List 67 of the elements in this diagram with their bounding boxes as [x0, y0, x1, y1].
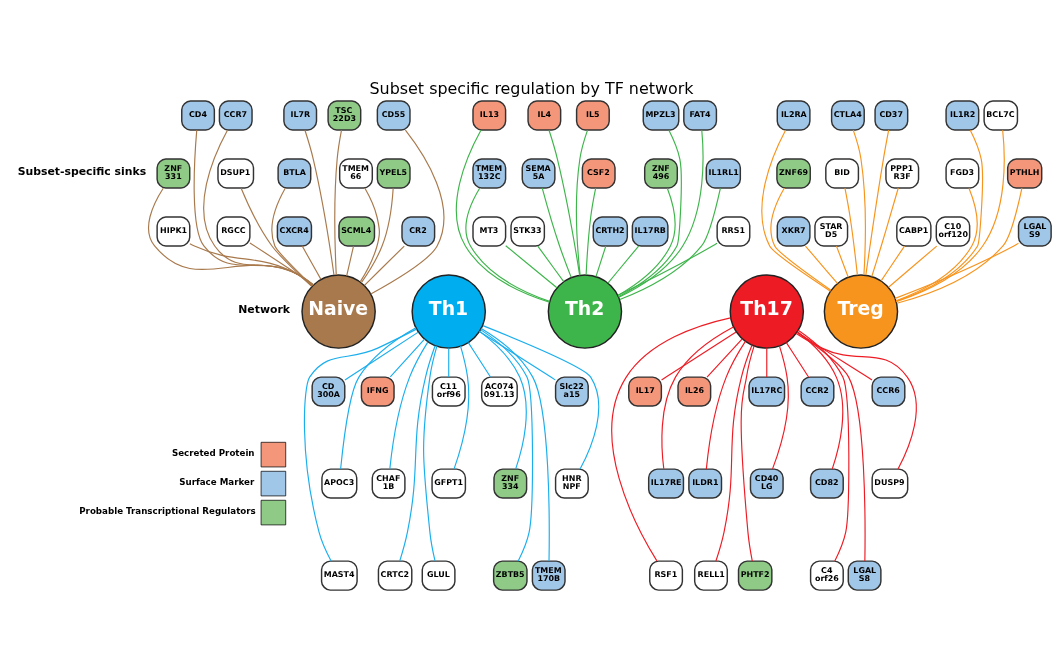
connector — [804, 245, 839, 284]
connector — [618, 129, 704, 298]
connector — [661, 325, 734, 469]
connector — [399, 344, 436, 562]
node-circle: Th17 — [729, 273, 805, 349]
label: Subset-specific sinks — [17, 164, 147, 178]
connector — [770, 187, 832, 291]
connector — [740, 345, 755, 562]
connector — [705, 340, 746, 470]
legend-label: Probable Transcriptional Regulators — [79, 505, 256, 516]
connector — [766, 347, 768, 378]
connector — [617, 242, 718, 296]
connector — [894, 242, 1020, 299]
connector — [505, 244, 558, 288]
connector — [360, 187, 394, 283]
connector — [771, 345, 789, 469]
connector — [844, 187, 858, 276]
connector — [761, 129, 831, 292]
connector — [249, 241, 313, 286]
connector — [370, 129, 445, 295]
connector — [796, 331, 866, 562]
node-circle: Th1 — [411, 273, 487, 349]
connector — [465, 186, 551, 302]
connector — [340, 326, 417, 470]
connector — [852, 129, 866, 276]
connector — [795, 332, 917, 470]
connector — [189, 242, 314, 286]
connector — [303, 328, 417, 562]
connector — [344, 331, 419, 381]
node-circle: Naive — [301, 273, 376, 349]
node-circle: Treg — [823, 273, 899, 349]
legend-label: Surface Marker — [179, 476, 255, 487]
connector — [575, 129, 589, 276]
connector — [835, 245, 849, 278]
connector — [607, 245, 640, 284]
connector — [363, 245, 405, 286]
diagram-title: Subset specific regulation by TF network — [369, 78, 694, 98]
connector — [661, 330, 737, 381]
label: Network — [238, 302, 290, 316]
connector — [537, 245, 565, 282]
connector — [706, 337, 743, 378]
connector — [359, 187, 380, 282]
connector — [585, 186, 597, 275]
connector — [619, 187, 721, 300]
connector — [334, 129, 343, 275]
connector — [304, 129, 335, 276]
node-circle: Th2 — [547, 273, 623, 349]
connector — [871, 186, 899, 277]
connector — [541, 187, 572, 278]
connector — [467, 341, 492, 378]
legend-label: Secreted Protein — [171, 447, 255, 458]
connector — [389, 338, 426, 378]
connector — [796, 330, 844, 469]
connector — [715, 343, 753, 562]
connector — [595, 245, 607, 277]
connector — [301, 245, 322, 280]
connector — [453, 345, 470, 469]
connector — [611, 316, 732, 561]
connector — [389, 340, 429, 470]
connector — [455, 129, 551, 303]
connector — [888, 245, 938, 288]
connector — [448, 347, 450, 378]
connector — [346, 245, 355, 276]
connector — [423, 345, 438, 562]
connector — [865, 129, 890, 276]
connector — [785, 341, 810, 378]
connector — [880, 245, 906, 281]
